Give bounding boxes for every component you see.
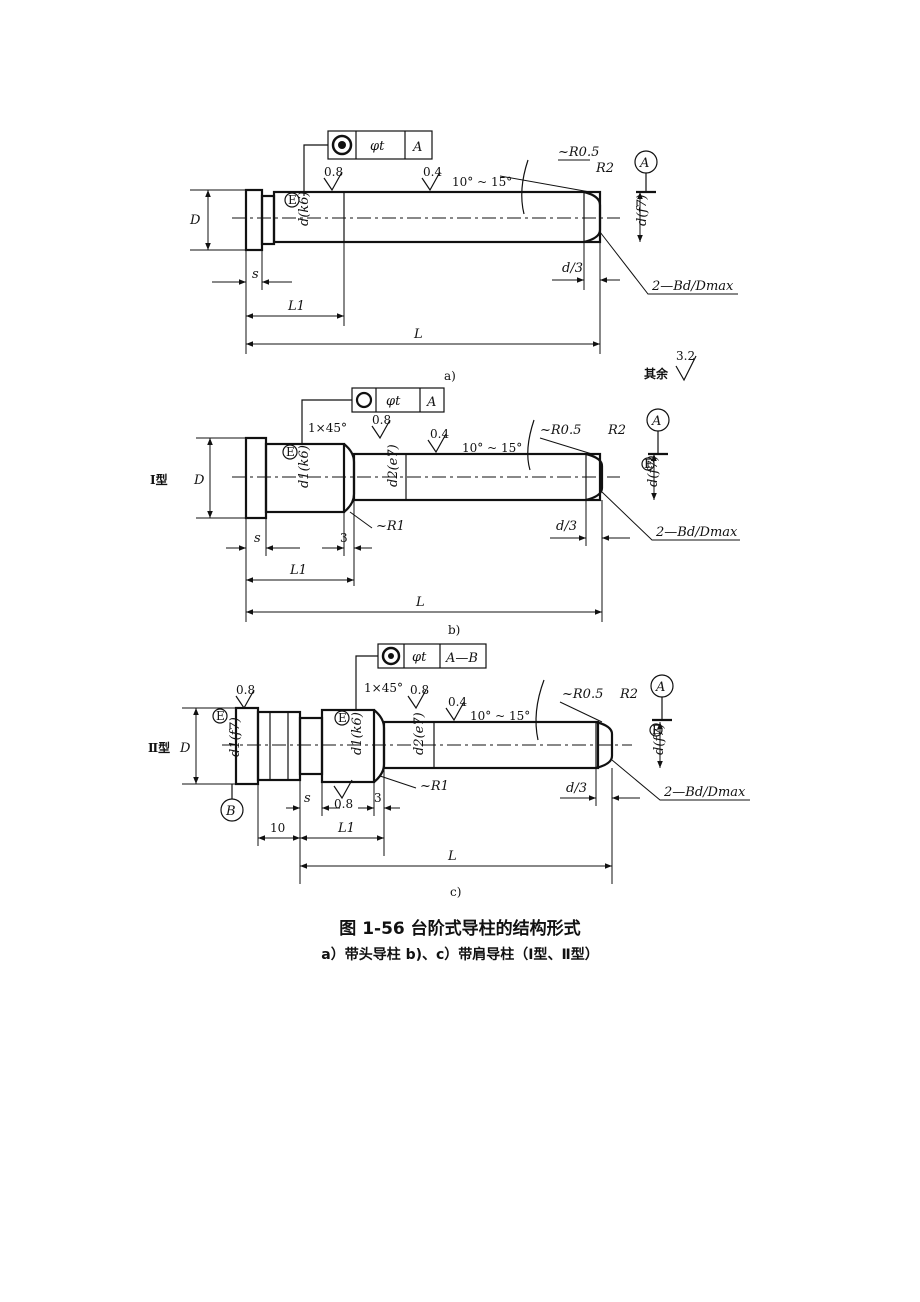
- env-a-1: E: [288, 193, 297, 207]
- dim-b-s: s: [254, 531, 261, 546]
- view-a: φt A 0.8 0.4 10° ~ 15° ~R0.5 R2 A D d(k6…: [189, 130, 738, 383]
- tol-value-c: φt: [412, 650, 427, 665]
- dim-b-D: D: [193, 473, 205, 488]
- dim-c-d2e7: d2(e7): [412, 712, 427, 755]
- angle-b: 10° ~ 15°: [462, 441, 522, 455]
- dim-c-s: s: [304, 791, 311, 806]
- dim-b-df7: d(f7): [646, 455, 661, 487]
- tol-value-a: φt: [370, 139, 385, 154]
- center-hole-b: 2—Bd/Dmax: [655, 525, 738, 540]
- env-b-2: E: [644, 457, 653, 471]
- figure-title: 图 1-56 台阶式导柱的结构形式: [339, 919, 581, 939]
- angle-a: 10° ~ 15°: [452, 175, 512, 189]
- dim-b-3: 3: [340, 531, 348, 545]
- tolerance-frame-a: φt A: [303, 130, 433, 196]
- pillar-head: [244, 188, 264, 252]
- type-b: Ⅰ型: [150, 472, 168, 487]
- type-c: Ⅱ型: [148, 740, 170, 755]
- dim-c-3: 3: [374, 791, 382, 805]
- angle-c: 10° ~ 15°: [470, 709, 530, 723]
- dim-c-L1: L1: [337, 821, 355, 836]
- dim-a-L: L: [413, 327, 423, 342]
- dim-a-s: s: [252, 267, 259, 282]
- tol-datum-a: A: [412, 140, 422, 155]
- label-b: b): [448, 623, 460, 637]
- env-c-1: E: [216, 709, 225, 723]
- label-c: c): [450, 885, 461, 899]
- finish-c-1: 0.8: [236, 683, 255, 697]
- dim-b-L: L: [415, 595, 425, 610]
- datum-c-A: A: [655, 680, 665, 695]
- label-a: a): [444, 369, 456, 383]
- dim-c-d1k6: d1(k6): [350, 712, 365, 755]
- center-hole-a: 2—Bd/Dmax: [651, 279, 734, 294]
- dim-b-d1k6: d1(k6): [297, 445, 312, 488]
- dim-c-D: D: [179, 741, 191, 756]
- radius-b-3: ~R1: [376, 519, 405, 534]
- dim-c-10: 10: [270, 821, 285, 835]
- other-finish-value: 3.2: [676, 349, 695, 363]
- tol-datum-c: A—B: [445, 651, 478, 666]
- datum-a: A: [639, 156, 649, 171]
- dim-b-d2e7: d2(e7): [386, 444, 401, 487]
- tol-value-b: φt: [386, 394, 401, 409]
- pillar-c-groove: [256, 710, 302, 782]
- radius-a-2: R2: [595, 161, 614, 176]
- finish-b-1: 0.8: [372, 413, 391, 427]
- datum-b: A: [651, 414, 661, 429]
- dim-c-d3: d/3: [566, 781, 587, 796]
- dim-a-df7: d(f7): [635, 194, 650, 226]
- figure-subtitle: a）带头导柱 b)、c）带肩导柱（Ⅰ型、Ⅱ型）: [321, 947, 599, 963]
- center-hole-c: 2—Bd/Dmax: [663, 785, 746, 800]
- finish-a-2: 0.4: [423, 165, 442, 179]
- radius-c-2: R2: [619, 687, 638, 702]
- radius-c-3: ~R1: [420, 779, 449, 794]
- dim-a-D: D: [189, 213, 201, 228]
- dim-a-L1: L1: [287, 299, 305, 314]
- finish-c-3: 0.4: [448, 695, 467, 709]
- env-b-1: E: [286, 445, 295, 459]
- finish-c-4: 0.8: [334, 797, 353, 811]
- chamfer-c: 1×45°: [364, 681, 403, 695]
- datum-c-B: B: [225, 804, 236, 819]
- radius-a-1: ~R0.5: [558, 145, 599, 160]
- radius-b-1: ~R0.5: [540, 423, 581, 438]
- pillar-shaft: [272, 190, 602, 244]
- env-c-3: E: [652, 723, 661, 737]
- radius-b-2: R2: [607, 423, 626, 438]
- dim-c-L: L: [447, 849, 457, 864]
- finish-b-2: 0.4: [430, 427, 449, 441]
- dim-b-d3: d/3: [556, 519, 577, 534]
- tolerance-frame-c: φt A—B: [355, 643, 487, 710]
- dim-b-L1: L1: [289, 563, 307, 578]
- dim-a-dk6: d(k6): [297, 191, 312, 226]
- dim-c-d1f7: d1(f7): [228, 717, 243, 757]
- view-b: φt A 1×45° 0.8 0.4 10° ~ 15° ~R0.5 R2 A …: [150, 387, 740, 637]
- finish-c-2: 0.8: [410, 683, 429, 697]
- radius-c-1: ~R0.5: [562, 687, 603, 702]
- dim-c-df7: d(f7): [652, 723, 667, 755]
- view-c: φt A—B 1×45° 0.8 0.8 0.4 10° ~ 15° ~R0.5…: [148, 643, 750, 899]
- dim-a-d3: d/3: [562, 261, 583, 276]
- tol-datum-b: A: [426, 395, 436, 410]
- env-c-2: E: [338, 711, 347, 725]
- tolerance-frame-b: φt A: [301, 387, 445, 444]
- finish-a-1: 0.8: [324, 165, 343, 179]
- other-finish: 其余: [644, 366, 669, 381]
- pillar-b-shoulder: [244, 436, 268, 520]
- chamfer-b: 1×45°: [308, 421, 347, 435]
